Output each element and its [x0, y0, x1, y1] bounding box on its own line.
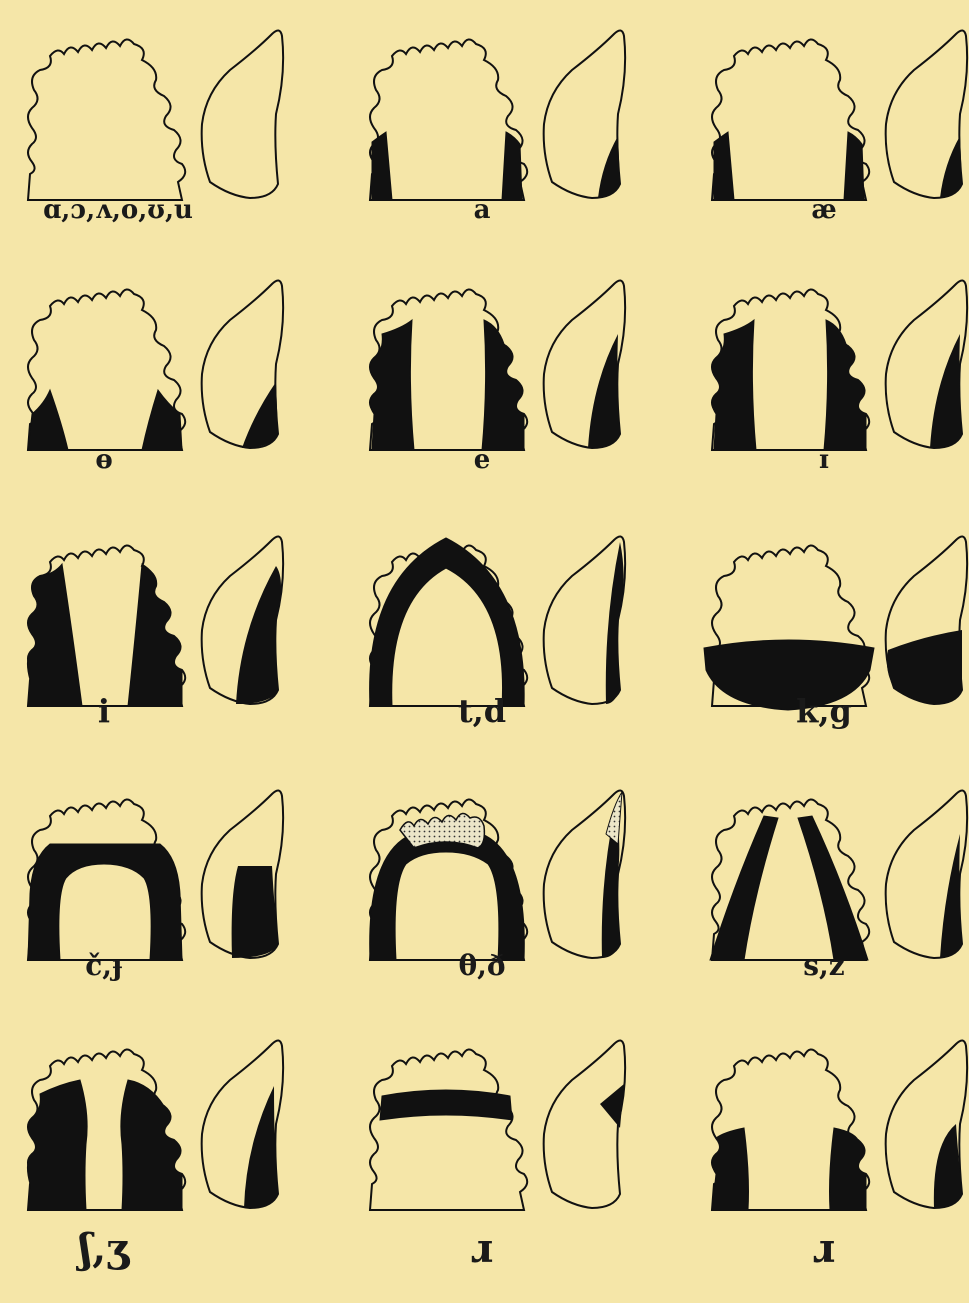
palatogram-10	[28, 790, 283, 960]
phoneme-label: θ,ð	[458, 949, 505, 982]
sagittal-section	[544, 1040, 625, 1208]
palatogram-2	[370, 30, 625, 200]
palatogram-13	[27, 1040, 283, 1210]
phoneme-label: ɪ	[819, 445, 829, 475]
phoneme-label: s,z	[803, 949, 844, 982]
palatogram-9	[704, 536, 967, 710]
phoneme-label: æ	[811, 195, 836, 225]
phoneme-label: ɵ	[95, 445, 112, 475]
palatogram-1	[28, 30, 283, 200]
contact-area	[482, 320, 524, 450]
sagittal-section	[202, 30, 283, 198]
palatogram-4	[28, 280, 283, 450]
contact-area	[380, 1090, 512, 1120]
phoneme-label: a	[474, 195, 491, 225]
palate-outline	[28, 39, 185, 200]
palatogram-5	[370, 280, 625, 450]
contact-area	[824, 320, 866, 450]
phoneme-label: č,ɟ	[85, 949, 123, 982]
palatogram-7	[27, 536, 283, 706]
phoneme-label: t,d	[458, 692, 506, 730]
palatogram-6	[712, 280, 967, 450]
contact-area	[830, 1128, 867, 1210]
phoneme-label: ɹ	[813, 1225, 836, 1272]
contact-area	[844, 132, 864, 200]
phoneme-label: i	[98, 692, 110, 730]
sagittal-contact	[232, 866, 278, 958]
palatogram-15	[712, 1040, 967, 1210]
palatogram-11	[370, 790, 625, 960]
palate-outline	[370, 1049, 527, 1210]
palatogram-3	[712, 30, 967, 200]
contact-area	[502, 132, 522, 200]
phoneme-label: ɑ,ɔ,ʌ,o,ʊ,u	[43, 195, 193, 225]
contact-area	[121, 1080, 182, 1210]
phoneme-label: ʃ,ʒ	[76, 1225, 130, 1272]
phoneme-label: k,g	[796, 692, 852, 730]
palatogram-12	[710, 790, 967, 960]
phoneme-label: ɹ	[471, 1225, 494, 1272]
palatogram-8	[370, 536, 626, 706]
contact-area	[712, 1128, 749, 1210]
palatogram-14	[370, 1040, 625, 1210]
phoneme-label: e	[474, 445, 491, 475]
